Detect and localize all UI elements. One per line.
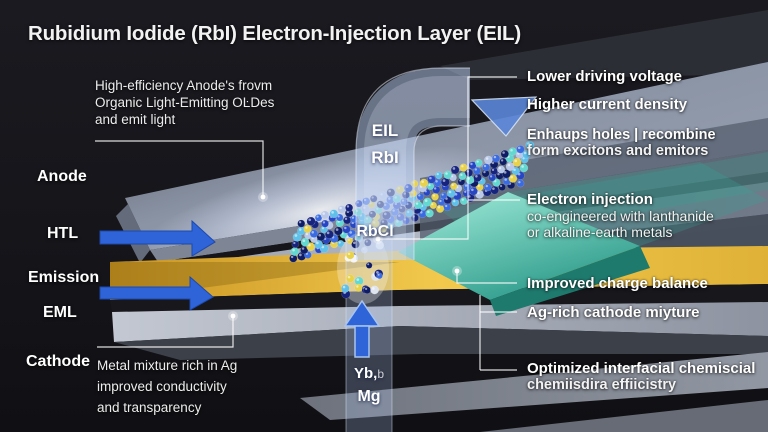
note-title: Electron injection — [527, 191, 653, 208]
label-yb: Yb,b — [336, 365, 402, 382]
cathode-front-edge — [114, 326, 768, 360]
layer-label-emission: Emission — [28, 269, 100, 286]
note-line: chemiisdira effiicistry — [527, 377, 677, 393]
label-mg: Mg — [357, 388, 381, 405]
note-title: Enhaups holes | recombine — [527, 127, 716, 143]
note-electron-injection: Electron injection co-engineered with la… — [527, 191, 767, 241]
htl-flow-arrow — [99, 219, 216, 257]
layer-label-cathode: Cathode — [26, 353, 90, 370]
eil-tube-arrow — [355, 67, 538, 260]
note-title: Higher current density — [527, 96, 688, 113]
note-title: Lower driving voltage — [527, 68, 683, 85]
anode-note-line: Organic Light-Emitting OĿDes — [95, 95, 275, 110]
cathode-note: Metal mixture rich in Ag improved conduc… — [97, 355, 297, 418]
anode-note: High-efficiency Anode's frovm Organic Li… — [95, 77, 330, 128]
anode-note-line: and emit light — [95, 112, 176, 127]
note-ag-rich-cathode: Ag-rich cathode miyture — [527, 305, 767, 321]
page-title: Rubidium Iodide (RbI) Electron-Injection… — [28, 22, 522, 45]
label-rbi: RbI — [371, 148, 399, 167]
label-rbcl: RbCl — [356, 223, 394, 240]
note-interfacial-chemistry: Optimized interfacial chemiscial chemiis… — [527, 360, 767, 394]
eml-flow-arrow — [99, 275, 214, 311]
label-yb-sub: b — [377, 367, 385, 381]
substrate-stripe-2 — [480, 400, 768, 432]
down-arrowhead — [470, 96, 538, 137]
leader-lines — [95, 76, 520, 371]
note-improved-charge-balance: Improved charge balance — [527, 276, 767, 292]
note-higher-current-density: Higher current density — [527, 97, 767, 113]
gap-eml-cathode — [110, 284, 768, 312]
layer-label-eml: EML — [43, 304, 77, 321]
note-line: co-engineered with lanthanide — [527, 208, 714, 224]
teal-slab — [398, 162, 768, 316]
label-eil: EIL — [371, 121, 399, 140]
note-title: Ag-rich cathode miyture — [527, 304, 700, 321]
label-yb-main: Yb, — [353, 365, 378, 382]
cathode-note-line: Metal mixture rich in Ag — [97, 358, 238, 373]
note-lower-driving-voltage: Lower driving voltage — [527, 69, 767, 85]
note-title: Improved charge balance — [527, 275, 708, 292]
dopant-up-arrow — [343, 299, 381, 358]
anode-note-line: High-efficiency Anode's frovm — [95, 78, 273, 93]
layer-label-anode: Anode — [37, 168, 87, 185]
leader-dots — [228, 192, 462, 321]
backdrop-plane — [440, 10, 768, 80]
cathode-note-line: and transparency — [97, 400, 202, 415]
substrate-stripe-1 — [300, 352, 768, 420]
note-title: Optimized interfacial chemiscial — [527, 360, 756, 377]
layer-label-htl: HTL — [47, 225, 79, 242]
note-line: or alkaline-earth metals — [527, 224, 673, 240]
cathode-note-line: improved conductivity — [97, 379, 227, 394]
cathode-slab — [112, 302, 768, 342]
note-exciton-recombination: Enhaups holes | recombine form excitons … — [527, 127, 767, 159]
note-line: form excitons and emitors — [527, 143, 709, 159]
